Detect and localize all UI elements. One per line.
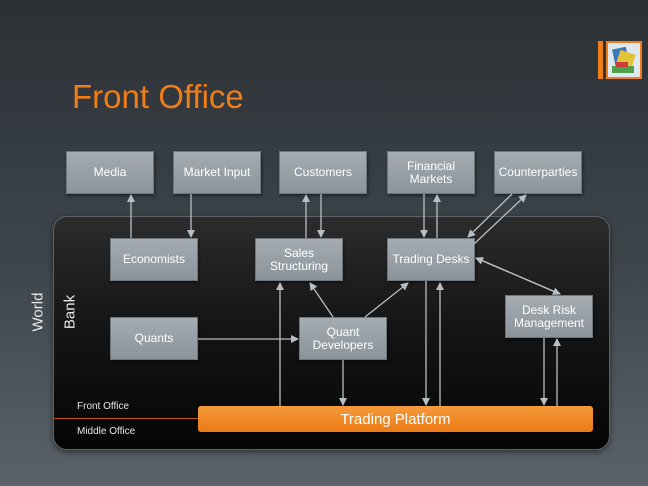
trading-platform-bar: Trading Platform: [198, 406, 593, 432]
economists-box: Economists: [110, 238, 198, 281]
office-divider: [53, 418, 199, 419]
trading-desks-box: Trading Desks: [387, 238, 475, 281]
world-label: World: [29, 292, 47, 332]
counterparties-box: Counterparties: [494, 151, 582, 194]
quant-developers-box: Quant Developers: [299, 317, 387, 360]
bank-label: Bank: [61, 294, 79, 330]
customers-box: Customers: [279, 151, 367, 194]
sales-structuring-box: Sales Structuring: [255, 238, 343, 281]
slide-title: Front Office: [72, 78, 244, 115]
quants-box: Quants: [110, 317, 198, 360]
market-input-box: Market Input: [173, 151, 261, 194]
front-office-label: Front Office: [77, 401, 130, 412]
book-stack-icon: [598, 40, 642, 80]
middle-office-label: Middle Office: [77, 426, 136, 437]
media-box: Media: [66, 151, 154, 194]
desk-risk-management-box: Desk Risk Management: [505, 295, 593, 338]
financial-markets-box: Financial Markets: [387, 151, 475, 194]
